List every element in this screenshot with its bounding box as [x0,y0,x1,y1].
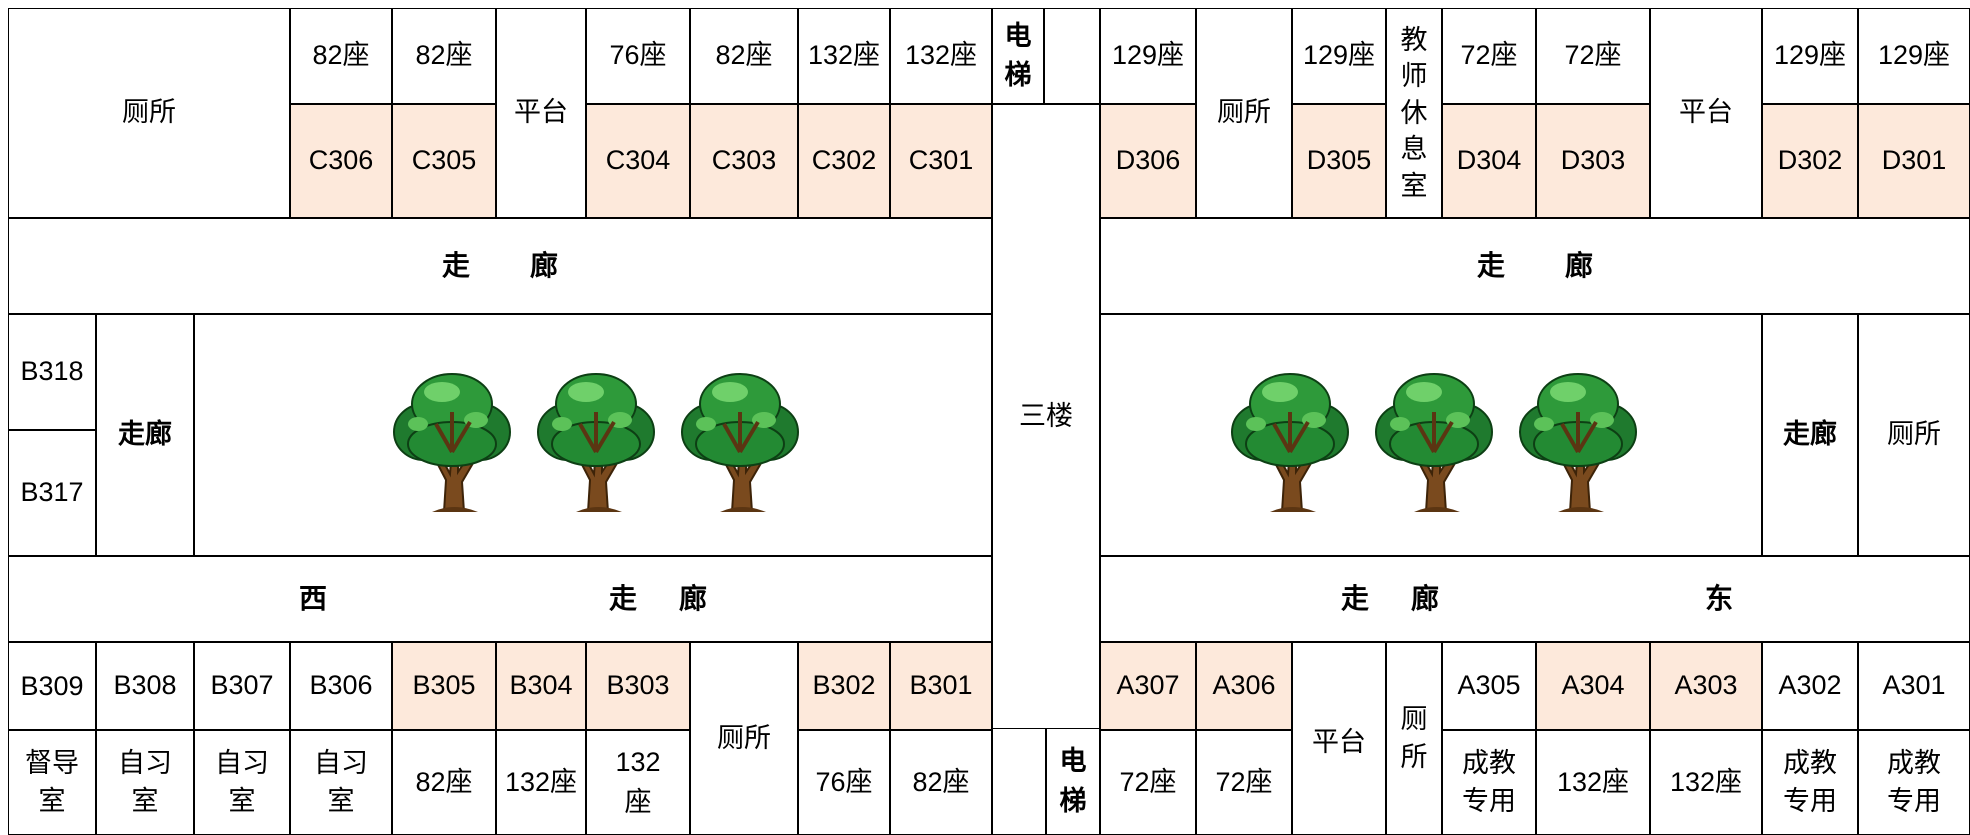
room-b305-seats: 82座 [392,730,496,835]
room-b307: B307 [194,642,290,730]
corridor-west-side: 走廊 [96,314,194,556]
room-c302: C302 [798,104,890,218]
room-c301-seats: 132座 [890,8,992,104]
platform-a: 平台 [1292,642,1386,835]
room-a306-seats: 72座 [1196,730,1292,835]
corridor-east-lower: 走 廊 东 [1100,556,1970,642]
tree-icon [1366,362,1500,512]
room-a304-seats: 132座 [1536,730,1650,835]
room-b308: B308 [96,642,194,730]
platform-c: 平台 [496,8,586,218]
room-a303: A303 [1650,642,1762,730]
room-d302-seats: 129座 [1762,8,1858,104]
room-b306: B306 [290,642,392,730]
room-b301-seats: 82座 [890,730,992,835]
teacher-lounge: 教师休息室 [1386,8,1442,218]
room-c306-seats: 82座 [290,8,392,104]
room-d302: D302 [1762,104,1858,218]
toilet-east-side: 厕所 [1858,314,1970,556]
platform-d: 平台 [1650,8,1762,218]
room-b302: B302 [798,642,890,730]
tree-icon [1222,362,1356,512]
room-c303: C303 [690,104,798,218]
room-a304: A304 [1536,642,1650,730]
room-b304: B304 [496,642,586,730]
room-b301: B301 [890,642,992,730]
tree-icon [672,362,806,512]
room-a303-seats: 132座 [1650,730,1762,835]
tree-icon [528,362,662,512]
room-b306-use: 自习室 [290,730,392,835]
room-a302-use: 成教专用 [1762,730,1858,835]
corridor-west-upper: 走廊 [8,218,992,314]
room-b303-seats: 132座 [586,730,690,835]
toilet-a-wing: 厕所 [1386,642,1442,835]
room-c305-seats: 82座 [392,8,496,104]
corridor-east-upper: 走廊 [1100,218,1970,314]
room-d301-seats: 129座 [1858,8,1970,104]
room-b318: B318 [8,314,96,430]
room-b303: B303 [586,642,690,730]
stair-bottom-left [992,728,1046,835]
room-b308-use: 自习室 [96,730,194,835]
room-b309: B309 [8,642,96,730]
room-d303: D303 [1536,104,1650,218]
room-d306-seats: 129座 [1100,8,1196,104]
room-d306: D306 [1100,104,1196,218]
room-c301: C301 [890,104,992,218]
corridor-east-side: 走廊 [1762,314,1858,556]
room-a305-use: 成教专用 [1442,730,1536,835]
room-a302: A302 [1762,642,1858,730]
room-b305: B305 [392,642,496,730]
room-a305: A305 [1442,642,1536,730]
tree-icon [1510,362,1644,512]
elevator-bottom: 电梯 [1046,728,1100,835]
room-c305: C305 [392,104,496,218]
corridor-west-lower: 西 走 廊 [8,556,992,642]
room-b317: B317 [8,430,96,556]
room-b304-seats: 132座 [496,730,586,835]
room-d301: D301 [1858,104,1970,218]
room-b309-use: 督导室 [8,730,96,835]
room-d305: D305 [1292,104,1386,218]
floor-label: 三楼 [992,104,1100,728]
room-a307: A307 [1100,642,1196,730]
room-d304-seats: 72座 [1442,8,1536,104]
tree-icon [384,362,518,512]
room-c306: C306 [290,104,392,218]
room-a307-seats: 72座 [1100,730,1196,835]
room-a301: A301 [1858,642,1970,730]
room-c303-seats: 82座 [690,8,798,104]
blank-top [1044,8,1100,104]
room-b307-use: 自习室 [194,730,290,835]
toilet-d-wing: 厕所 [1196,8,1292,218]
room-d304: D304 [1442,104,1536,218]
toilet-b-wing: 厕所 [690,642,798,835]
room-c304-seats: 76座 [586,8,690,104]
toilet-c-wing: 厕所 [8,8,290,218]
room-b302-seats: 76座 [798,730,890,835]
room-c304: C304 [586,104,690,218]
room-c302-seats: 132座 [798,8,890,104]
elevator-top: 电梯 [992,8,1044,104]
room-a301-use: 成教专用 [1858,730,1970,835]
room-d303-seats: 72座 [1536,8,1650,104]
room-d305-seats: 129座 [1292,8,1386,104]
room-a306: A306 [1196,642,1292,730]
